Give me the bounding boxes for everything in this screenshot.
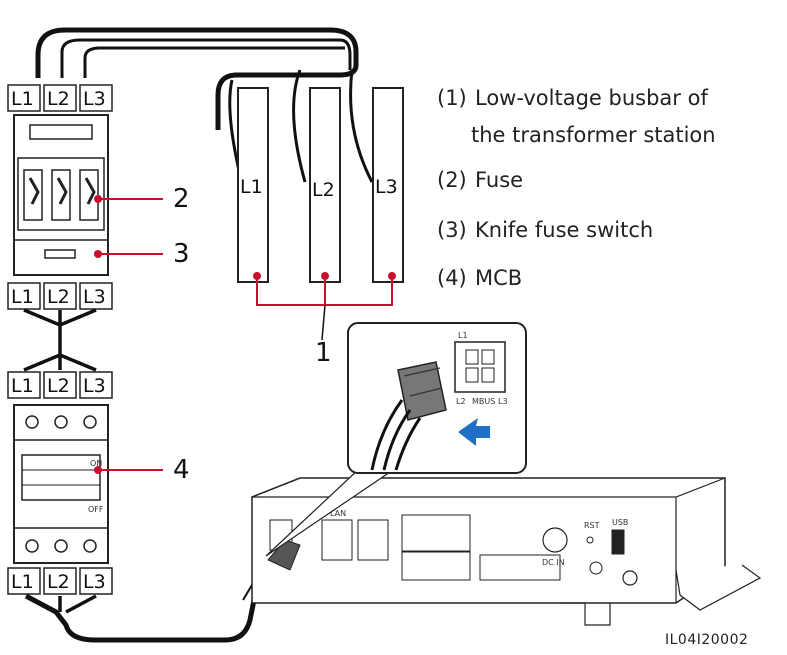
phase-label: L2 [47,88,70,110]
callout-dot [321,272,329,280]
callout-1: 1 [315,338,332,368]
callout-3: 3 [173,239,190,269]
inset-l3-label: L3 [498,397,508,406]
legend-item-3: (3) Knife fuse switch [437,218,653,242]
device-rst-label: RST [584,521,600,530]
cable-to-busbar-l3 [349,69,374,183]
phase-labels-top [7,84,113,112]
inset-detail [347,322,527,474]
busbar-callout-line [256,276,393,306]
device-body [251,477,762,626]
phase-label: L3 [83,286,106,308]
phase-label: L1 [11,286,34,308]
fuse-elements [23,169,99,221]
mcb-on-label: ON [90,459,102,468]
legend-item-2-number: (2) [437,168,467,192]
inset-l2-label: L2 [456,397,466,406]
phase-labels-mid-2 [7,371,113,399]
callout-dot [94,195,102,203]
device-dcin-label: DC IN [542,558,565,567]
phase-label: L3 [83,571,106,593]
busbar-l2 [309,87,341,283]
busbar-l3-label: L3 [375,176,398,198]
phase-label: L1 [11,88,34,110]
cable-mcb-to-device [24,544,268,643]
cable-strand [60,38,352,78]
cable-to-busbar-l2 [292,69,307,183]
phase-labels-mid-1 [7,282,113,310]
legend-item-4-number: (4) [437,266,467,290]
figure-id: IL04I20002 [665,632,749,648]
mcb-body [13,404,109,564]
phase-label: L2 [47,286,70,308]
phase-label: L2 [47,571,70,593]
busbar-l3 [372,87,404,283]
legend-item-4-text: MCB [475,266,523,290]
main-cable-top [35,27,359,130]
inset-l1-label: L1 [458,331,468,340]
phase-label: L3 [83,88,106,110]
phase-label: L2 [47,375,70,397]
legend-item-1: (1) Low-voltage busbar of [437,86,708,110]
callout-2: 2 [173,184,190,214]
callout-dot [388,272,396,280]
legend-item-2-text: Fuse [475,168,524,192]
device-usb-label: USB [612,518,628,527]
callout-4: 4 [173,455,190,485]
legend-item-2: (2) Fuse [437,168,523,192]
cable-fuse-to-mcb [23,308,97,372]
insert-arrow-icon [458,418,490,446]
legend-item-1-continuation: the transformer station [471,123,716,147]
legend-item-4: (4) MCB [437,266,522,290]
callout-dot [94,466,102,474]
device-lan-label: LAN [330,509,346,518]
mcb-off-label: OFF [88,505,104,514]
callout-dot [253,272,261,280]
busbar-l1-label: L1 [240,176,263,198]
callout-leader-1 [321,304,326,341]
callout-dot [94,250,102,258]
cable-strand [58,594,97,614]
legend-item-1-text: Low-voltage busbar of [475,86,708,110]
busbar-l2-label: L2 [312,179,335,201]
busbar-l1 [237,87,269,283]
legend-item-3-number: (3) [437,218,467,242]
legend-item-3-text: Knife fuse switch [475,218,654,242]
phase-label: L1 [11,375,34,397]
phase-label: L3 [83,375,106,397]
phase-labels-bottom [7,567,113,595]
legend-item-1-number: (1) [437,86,467,110]
inset-mbus-label: MBUS [472,397,495,406]
cable-strand [83,46,345,78]
phase-label: L1 [11,571,34,593]
